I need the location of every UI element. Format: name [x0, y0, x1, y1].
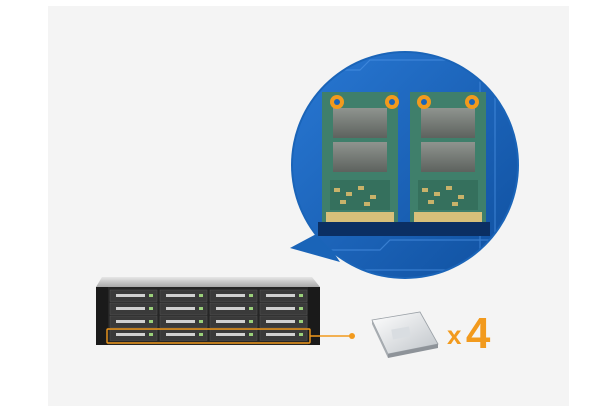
drive-bay-handle [266, 294, 295, 297]
drive-bay-led [299, 307, 303, 310]
drive-bay-led [149, 333, 153, 336]
m2-module-left [322, 92, 399, 222]
quantity-label: x 4 [447, 312, 490, 356]
drive-bay-handle [216, 307, 245, 310]
drive-bay-led [199, 320, 203, 323]
drive-bay-led [149, 307, 153, 310]
chassis-top [96, 277, 320, 287]
drive-bay-handle [166, 320, 195, 323]
callout-pointer [290, 232, 340, 262]
drive-bay-led [299, 294, 303, 297]
drive-bay-handle [216, 320, 245, 323]
ssd-drive [371, 311, 439, 358]
drive-bay-handle [116, 294, 145, 297]
drive-bay-led [299, 320, 303, 323]
drive-bay-led [199, 294, 203, 297]
drive-bay-led [249, 307, 253, 310]
drive-bay-led [149, 294, 153, 297]
drive-bay-handle [216, 294, 245, 297]
drive-bay-led [149, 320, 153, 323]
drive-bay-handle [166, 307, 195, 310]
drive-bay-handle [266, 333, 295, 336]
drive-bay-handle [116, 320, 145, 323]
drive-bay-handle [166, 294, 195, 297]
m2-module-right [410, 92, 486, 222]
drive-bay-handle [266, 320, 295, 323]
multiplier-count: 4 [465, 309, 491, 358]
zoom-callout [290, 51, 519, 279]
nas-chassis: QNAP [96, 277, 320, 345]
drive-bay-led [249, 320, 253, 323]
drive-bay-led [249, 333, 253, 336]
drive-bays [109, 289, 308, 341]
drive-bay-led [249, 294, 253, 297]
multiplier-prefix: x [447, 320, 462, 350]
drive-bay-led [199, 333, 203, 336]
drive-bay-handle [266, 307, 295, 310]
motherboard-closeup [293, 53, 517, 277]
drive-bay-handle [216, 333, 245, 336]
connector [310, 333, 355, 339]
drive-bay-handle [116, 333, 145, 336]
drive-bay-led [199, 307, 203, 310]
drive-bay-handle [166, 333, 195, 336]
drive-bay-led [299, 333, 303, 336]
drive-bay-handle [116, 307, 145, 310]
